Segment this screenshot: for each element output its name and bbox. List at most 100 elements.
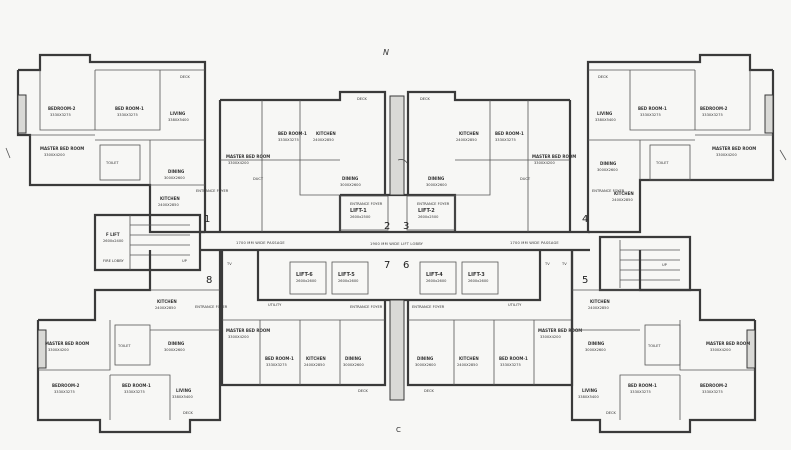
lift-1-size: 2600x2500 bbox=[350, 215, 371, 219]
flat4-dining-name: DINING bbox=[600, 161, 616, 166]
fire-lobby-left: FIRE LOBBY bbox=[103, 259, 124, 263]
flat-number-5: 5 bbox=[582, 275, 588, 286]
flat-5: MASTER BED ROOM 3300X4200 BEDROOM-2 3330… bbox=[561, 250, 757, 434]
flat2-kitchen-dim: 2400X2850 bbox=[313, 138, 334, 142]
flat7-master-dim: 3300X4200 bbox=[228, 335, 249, 339]
tv-tag-right: TV bbox=[561, 262, 567, 266]
flat8-bedroom1-name: BED ROOM-1 bbox=[122, 383, 151, 388]
flat-8: MASTER BED ROOM 3300X4200 BEDROOM-2 3330… bbox=[36, 250, 232, 434]
flat4-bedroom1-dim: 3330X3275 bbox=[640, 113, 661, 117]
flat2-master-name: MASTER BED ROOM bbox=[226, 154, 270, 159]
flat6-master-name: MASTER BED ROOM bbox=[538, 328, 582, 333]
flat1-living-name: LIVING bbox=[170, 111, 185, 116]
wet-areas: TOILET TOILET TOILET TOILET DUCT DUCT UT… bbox=[99, 144, 691, 366]
flat1-kitchen-dim: 2400X2850 bbox=[158, 203, 179, 207]
flat7-dining-name: DINING bbox=[345, 356, 361, 361]
tv-tag-left: TV bbox=[226, 262, 232, 266]
flat8-kitchen-dim: 2400X2850 bbox=[155, 306, 176, 310]
flat4-living-dim: 3380X5400 bbox=[595, 118, 616, 122]
hand-mark-center bbox=[397, 159, 408, 164]
flat2-bedroom1-name: BED ROOM-1 bbox=[278, 131, 307, 136]
flat4-master-dim: 3300X4200 bbox=[716, 153, 737, 157]
flat6-bedroom1-dim: 3330X3275 bbox=[500, 363, 521, 367]
flat1-bedroom2-name: BEDROOM-2 bbox=[48, 106, 76, 111]
flat1-bedroom1-name: BED ROOM-1 bbox=[115, 106, 144, 111]
flat4-dining-dim: 3000X2600 bbox=[597, 168, 618, 172]
flat-7: MASTER BED ROOM 3300X4200 BED ROOM-1 333… bbox=[220, 250, 387, 393]
lift-4-label: LIFT-4 bbox=[426, 272, 443, 278]
flat4-bedroom2-name: BEDROOM-2 bbox=[700, 106, 728, 111]
flat5-living-dim: 3380X5400 bbox=[578, 395, 599, 399]
flat-number-2: 2 bbox=[384, 221, 390, 232]
flat-number-6: 6 bbox=[403, 260, 409, 271]
lift-1-label: LIFT-1 bbox=[350, 208, 367, 214]
flat4-master-name: MASTER BED ROOM bbox=[712, 146, 756, 151]
flat6-dining-name: DINING bbox=[417, 356, 433, 361]
flat5-master-name: MASTER BED ROOM bbox=[706, 341, 750, 346]
lift-3-label: LIFT-3 bbox=[468, 272, 485, 278]
flat5-deck: DECK bbox=[606, 411, 617, 415]
flat1-kitchen-name: KITCHEN bbox=[160, 196, 180, 201]
flat6-deck: DECK bbox=[424, 389, 435, 393]
flat1-bedroom1-dim: 3330X3275 bbox=[117, 113, 138, 117]
flat-2: BED ROOM-1 3330X3275 KITCHEN 2400X2850 D… bbox=[218, 90, 387, 232]
flat2-deck: DECK bbox=[357, 97, 368, 101]
flat5-dining-name: DINING bbox=[588, 341, 604, 346]
flat-number-4: 4 bbox=[582, 214, 588, 225]
flat1-bedroom2-dim: 3330X3275 bbox=[50, 113, 71, 117]
flat8-living-name: LIVING bbox=[176, 388, 191, 393]
flat5-master-dim: 3300X4200 bbox=[710, 348, 731, 352]
flat6-entrance: ENTRANCE FOYER bbox=[412, 305, 445, 309]
lift-3-size: 2600x2600 bbox=[468, 279, 489, 283]
flat2-dining-name: DINING bbox=[342, 176, 358, 181]
lift-2-label: LIFT-2 bbox=[418, 208, 435, 214]
flat6-master-dim: 3300X4200 bbox=[540, 335, 561, 339]
flat7-kitchen-name: KITCHEN bbox=[306, 356, 326, 361]
flat3-dining-dim: 3000X2600 bbox=[426, 183, 447, 187]
bottom-mark: C bbox=[396, 426, 401, 434]
flat8-living-dim: 3380X5400 bbox=[172, 395, 193, 399]
flat3-master-dim: 3300X4200 bbox=[534, 161, 555, 165]
hand-mark-left bbox=[5, 147, 11, 159]
flat6-bedroom1-name: BED ROOM-1 bbox=[499, 356, 528, 361]
lift-5-label: LIFT-5 bbox=[338, 272, 355, 278]
flat-number-8: 8 bbox=[206, 275, 212, 286]
flat8-entrance: ENTRANCE FOYER bbox=[195, 305, 228, 309]
flat1-dining-name: DINING bbox=[168, 169, 184, 174]
flat4-living-name: LIVING bbox=[597, 111, 612, 116]
toilet-label-8: TOILET bbox=[117, 344, 131, 348]
core-bottom: LIFT-6 2600x2600 LIFT-5 2600x2600 LIFT-4… bbox=[256, 250, 542, 401]
utility-label-right: UTILITY bbox=[508, 303, 522, 307]
north-mark: N bbox=[383, 48, 389, 57]
flat4-kitchen-name: KITCHEN bbox=[614, 191, 634, 196]
utility-label-left: UTILITY bbox=[268, 303, 282, 307]
flat8-deck: DECK bbox=[183, 411, 194, 415]
flat4-deck: DECK bbox=[598, 75, 609, 79]
flat7-dining-dim: 3000X2600 bbox=[343, 363, 364, 367]
flat5-bedroom1-dim: 3330X3275 bbox=[630, 390, 651, 394]
flat4-bedroom2-dim: 3330X3275 bbox=[702, 113, 723, 117]
flat3-kitchen-name: KITCHEN bbox=[459, 131, 479, 136]
flat-3: BED ROOM-1 3330X3275 KITCHEN 2400X2850 D… bbox=[406, 90, 576, 232]
flat1-living-dim: 3380X5400 bbox=[168, 118, 189, 122]
flat-1: BEDROOM-2 3330X3275 BED ROOM-1 3330X3275… bbox=[16, 53, 229, 234]
flat7-kitchen-dim: 2400X2850 bbox=[304, 363, 325, 367]
flat6-dining-dim: 3000X2600 bbox=[415, 363, 436, 367]
lift-5-size: 2600x2600 bbox=[338, 279, 359, 283]
flat3-bedroom1-dim: 3330X3275 bbox=[495, 138, 516, 142]
flat3-dining-name: DINING bbox=[428, 176, 444, 181]
flat1-master-dim: 3300X4200 bbox=[44, 153, 65, 157]
flat-number-1: 1 bbox=[204, 214, 210, 225]
flat6-kitchen-dim: 2400X2850 bbox=[457, 363, 478, 367]
flat5-bedroom2-dim: 3330X3275 bbox=[702, 390, 723, 394]
flat2-entrance: ENTRANCE FOYER bbox=[350, 202, 383, 206]
flat8-dining-name: DINING bbox=[168, 341, 184, 346]
stair-block-right: UP bbox=[598, 235, 692, 292]
fire-lift-name: F LIFT bbox=[106, 232, 120, 237]
flat8-master-name: MASTER BED ROOM bbox=[45, 341, 89, 346]
flat2-dining-dim: 3000X2600 bbox=[340, 183, 361, 187]
flat6-kitchen-name: KITCHEN bbox=[459, 356, 479, 361]
corridor-label-right: 1700 MM WIDE PASSAGE bbox=[510, 241, 559, 245]
flat7-entrance: ENTRANCE FOYER bbox=[350, 305, 383, 309]
